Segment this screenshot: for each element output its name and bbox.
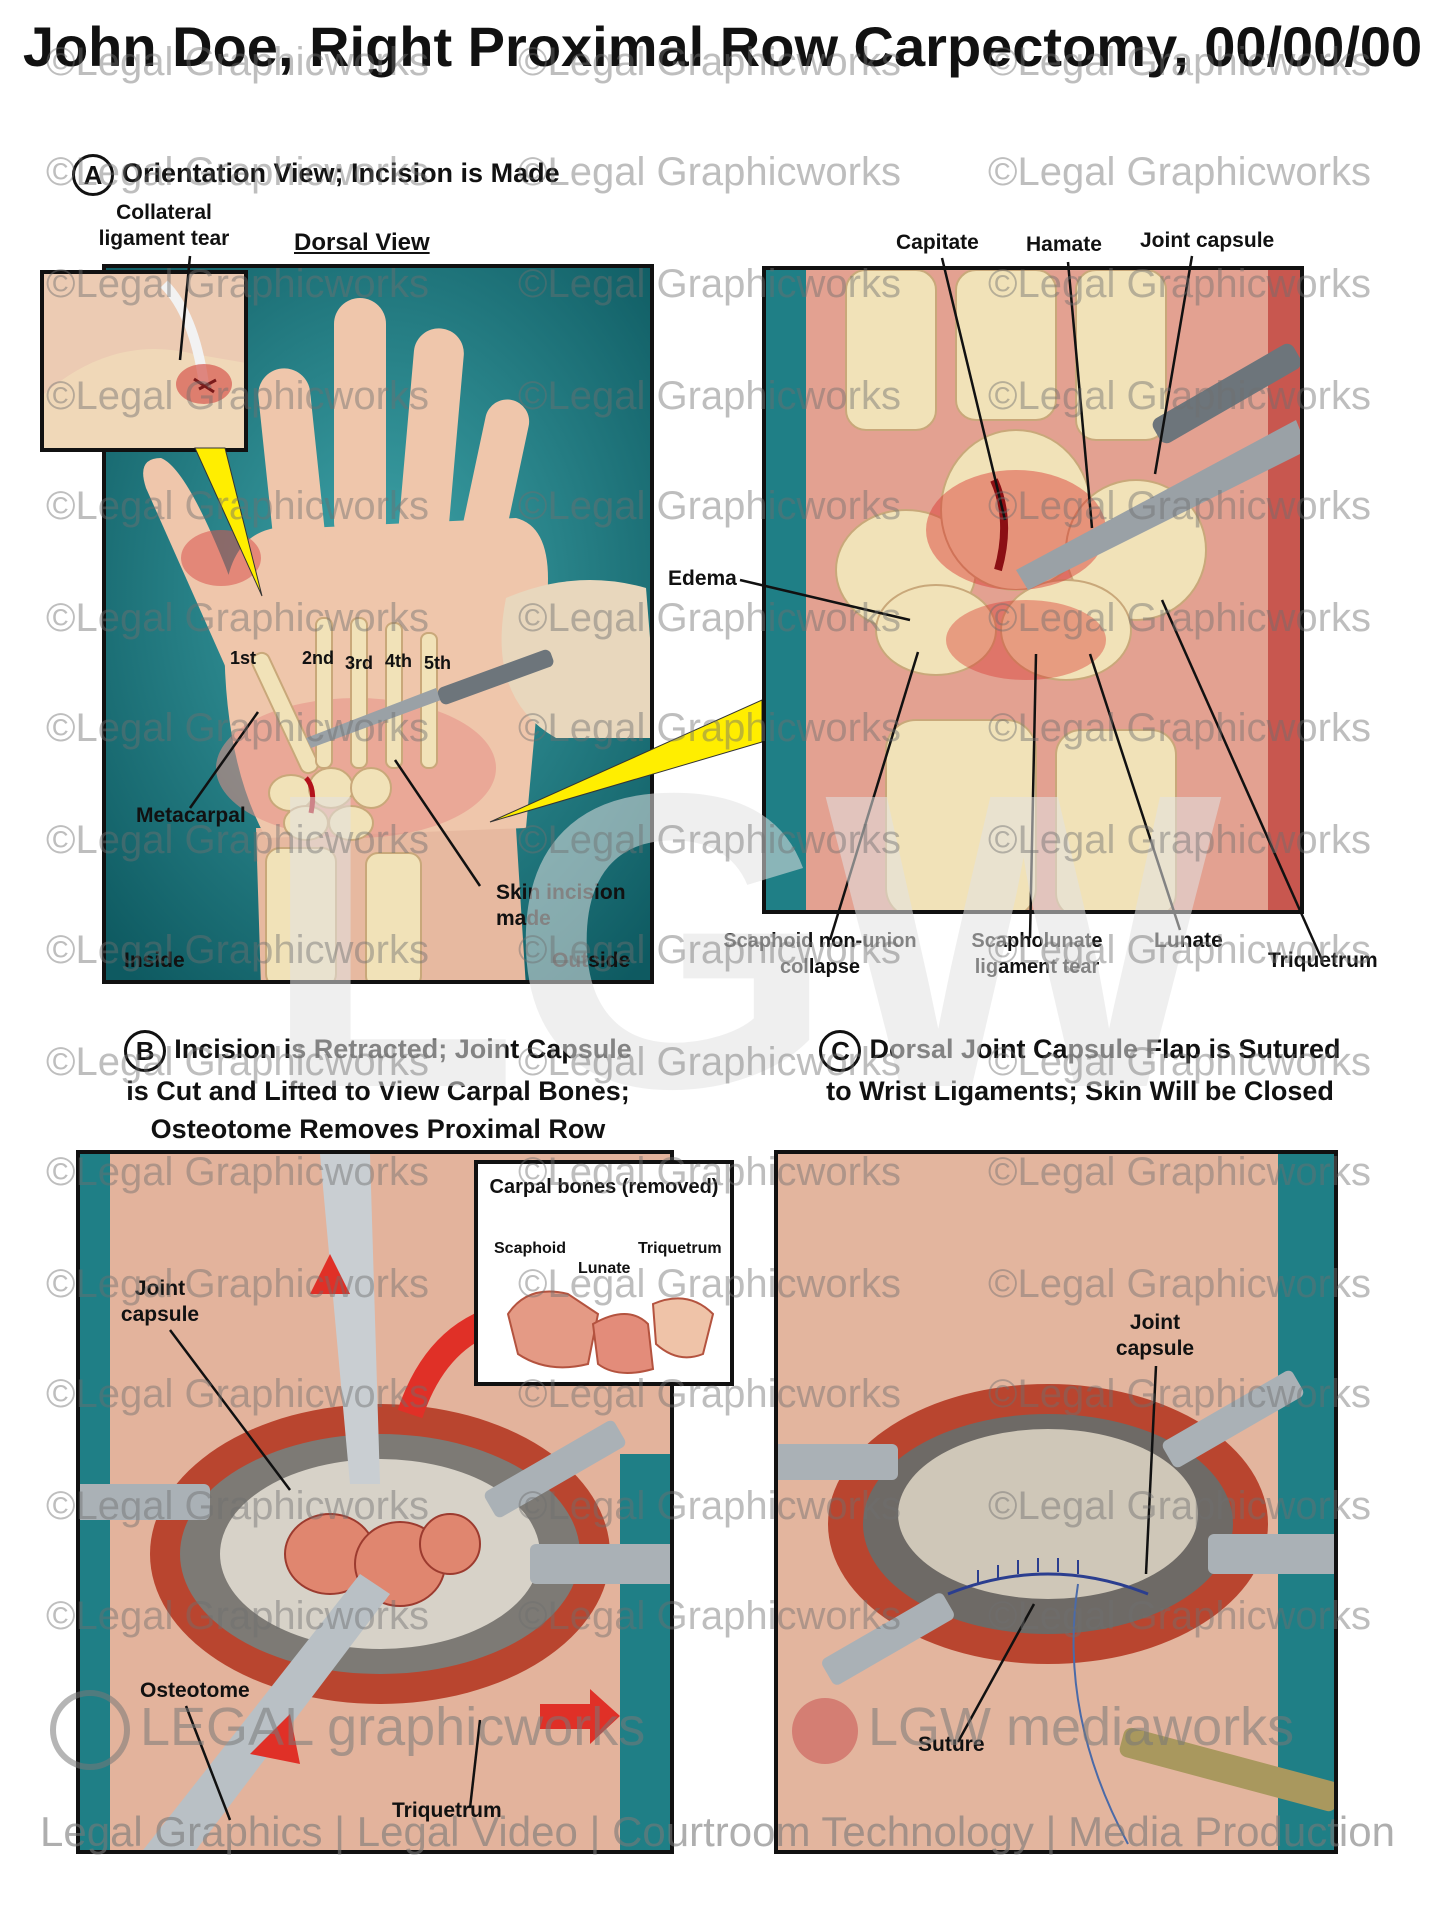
metacarpal-label: Metacarpal [136, 804, 246, 827]
suture-illustration [778, 1154, 1334, 1850]
osteotome-label: Osteotome [140, 1679, 250, 1702]
play-logo-icon [792, 1698, 858, 1764]
suture-panel [774, 1150, 1338, 1854]
capitate-label: Capitate [896, 231, 979, 254]
hand-illustration-panel [102, 264, 654, 984]
inside-label: Inside [124, 949, 185, 972]
legal-graphicworks-logo: LEGAL graphicworks [140, 1697, 646, 1757]
skin-incision-label: Skin incision made [496, 881, 626, 930]
lgw-mediaworks-logo: LGW mediaworks [868, 1697, 1295, 1757]
collateral-ligament-drawing [44, 274, 244, 448]
carpal-bones-inset: Carpal bones (removed) Scaphoid Lunate T… [474, 1160, 734, 1386]
second-metacarpal-label: 2nd [302, 648, 335, 668]
joint-capsule-label-b: Joint capsule [120, 1277, 200, 1326]
scapholunate-tear-label: Scapholunate ligament tear [971, 930, 1103, 978]
fourth-metacarpal-label: 4th [385, 651, 412, 671]
section-a-heading: A Orientation View; Incision is Made [72, 154, 560, 196]
hand-illustration [106, 268, 650, 980]
section-b-letter: B [124, 1030, 167, 1072]
section-c-letter: C [819, 1030, 862, 1072]
callout-triangle-zoom [489, 699, 763, 823]
removed-bones-drawing [506, 1290, 715, 1374]
edema-label: Edema [668, 567, 737, 590]
callout-triangle-inset [194, 447, 263, 597]
inset-lunate-label: Lunate [578, 1260, 631, 1277]
section-b-title-2: is Cut and Lifted to View Carpal Bones; [126, 1076, 630, 1106]
first-metacarpal-label: 1st [230, 648, 257, 668]
joint-capsule-label-a: Joint capsule [1140, 229, 1275, 252]
footer-tagline: Legal Graphics | Legal Video | Courtroom… [40, 1808, 1395, 1855]
section-a-title: Orientation View; Incision is Made [122, 158, 560, 189]
inset-scaphoid-label: Scaphoid [494, 1240, 567, 1257]
hamate-label: Hamate [1026, 233, 1102, 256]
collateral-ligament-inset [40, 270, 248, 452]
lunate-label: Lunate [1154, 929, 1223, 952]
outside-label: Outside [552, 949, 631, 972]
section-c-title-2: to Wrist Ligaments; Skin Will be Closed [826, 1076, 1334, 1106]
carpal-zoom-panel [762, 266, 1304, 914]
section-b-title-3: Osteotome Removes Proximal Row [150, 1114, 606, 1144]
magnifier-logo-icon [50, 1690, 130, 1770]
scaphoid-collapse-label: Scaphoid non-union collapse [723, 930, 917, 978]
page-title: John Doe, Right Proximal Row Carpectomy,… [22, 15, 1423, 78]
third-metacarpal-label: 3rd [345, 653, 374, 673]
collateral-ligament-label: Collateral ligament tear [98, 201, 230, 250]
triquetrum-label-a: Triquetrum [1268, 949, 1378, 972]
dorsal-view-label: Dorsal View [294, 229, 430, 256]
section-a-letter: A [72, 154, 114, 196]
fifth-metacarpal-label: 5th [424, 653, 451, 673]
section-b-title-1: Incision is Retracted; Joint Capsule [174, 1034, 632, 1065]
joint-capsule-label-c: Joint capsule [1115, 1311, 1195, 1360]
carpal-bones-title: Carpal bones (removed) [489, 1176, 719, 1198]
carpal-zoom-illustration [766, 270, 1300, 910]
inset-triquetrum-label: Triquetrum [638, 1240, 722, 1257]
section-c-title-1: Dorsal Joint Capsule Flap is Sutured [869, 1034, 1341, 1065]
